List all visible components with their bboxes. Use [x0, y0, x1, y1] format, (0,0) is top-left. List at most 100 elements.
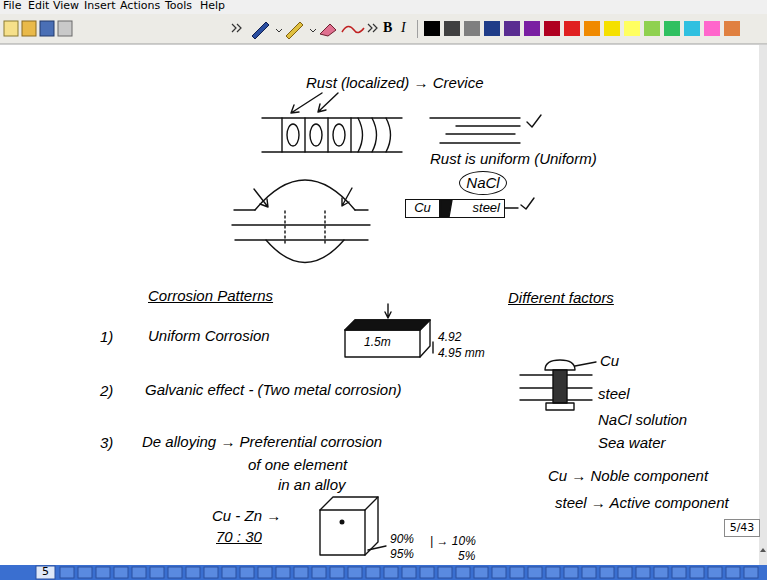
- toolbar-border: [0, 44, 767, 45]
- page-tab: [168, 567, 182, 578]
- handwritten-sketches: [232, 93, 596, 555]
- handwritten-note: 4.95 mm: [438, 347, 485, 361]
- color-swatch: [604, 21, 620, 36]
- page-tab: [150, 567, 164, 578]
- handwritten-note: 2): [100, 382, 113, 399]
- rod-end: [505, 207, 518, 208]
- handwritten-note: Sea water: [598, 434, 666, 451]
- leader-line: [575, 362, 596, 366]
- color-swatch: [644, 21, 660, 36]
- scroll-arrow: [760, 548, 766, 552]
- color-swatch: [524, 21, 540, 36]
- handwritten-note: 95%: [390, 548, 414, 562]
- handwritten-note: Cu → Noble component: [548, 467, 708, 484]
- color-swatch: [444, 21, 460, 36]
- page-number: 5: [42, 566, 49, 579]
- menu-item: View: [53, 0, 79, 13]
- node-text: NaCl: [466, 175, 499, 192]
- page-tab: [708, 567, 722, 578]
- color-swatch: [724, 21, 740, 36]
- page-tab: [366, 567, 380, 578]
- color-swatch: [464, 21, 480, 36]
- color-swatch: [624, 21, 640, 36]
- handwritten-note: in an alloy: [278, 476, 346, 493]
- rivet-shank: [285, 211, 325, 245]
- handwritten-note: 3): [100, 434, 113, 451]
- handwritten-note: Rust (localized) → Crevice: [306, 74, 484, 91]
- menu-item: File: [3, 0, 21, 13]
- toolbar: [0, 14, 767, 44]
- underlined-heading: 70 : 30: [216, 528, 262, 545]
- page-tab: [258, 567, 272, 578]
- highlighter-icon: [286, 22, 303, 39]
- thread-line: [282, 118, 351, 152]
- new-icon: [4, 21, 18, 36]
- menu-item: Actions: [120, 0, 160, 13]
- handwritten-note: 1): [100, 328, 113, 345]
- italic-button: I: [401, 20, 406, 36]
- save-icon: [40, 21, 54, 36]
- page-tab-bar: [0, 565, 767, 580]
- page-tabs: [60, 567, 758, 578]
- handwritten-note: 4.92: [438, 331, 461, 345]
- node-text: 5/43: [730, 522, 755, 534]
- menu-bar: [0, 0, 767, 14]
- color-swatch: [544, 21, 560, 36]
- page-tab: [348, 567, 362, 578]
- cube-side: [365, 497, 378, 555]
- handwritten-note: 5%: [458, 550, 475, 564]
- block-corroded-top: [345, 320, 430, 330]
- open-icon: [22, 21, 36, 36]
- page-tab: [114, 567, 128, 578]
- thread-coil: [310, 124, 322, 146]
- block-front: [345, 330, 420, 357]
- color-swatch: [704, 21, 720, 36]
- page-tab: [276, 567, 290, 578]
- handwritten-note: steel → Active component: [555, 494, 729, 511]
- page-tab: [546, 567, 560, 578]
- leader-arrow: [318, 93, 338, 112]
- more-chevron: [368, 24, 377, 32]
- page-tab: [582, 567, 596, 578]
- handwritten-note: NaCl solution: [598, 411, 687, 428]
- menu-item: Edit: [28, 0, 49, 13]
- rivet-head: [255, 180, 355, 210]
- page-tab: [78, 567, 92, 578]
- page-tab: [456, 567, 470, 578]
- page-tab: [240, 567, 254, 578]
- page-tab: [222, 567, 236, 578]
- page-tab: [60, 567, 74, 578]
- page-tab: [330, 567, 344, 578]
- page-tab: [402, 567, 416, 578]
- color-swatch: [684, 21, 700, 36]
- scrollbar: [759, 45, 767, 565]
- page-tab: [294, 567, 308, 578]
- page-tab: [636, 567, 650, 578]
- handwritten-note: | → 10%: [430, 535, 476, 549]
- page-tab: [96, 567, 110, 578]
- page-tab: [726, 567, 740, 578]
- handwritten-note: Uniform Corrosion: [148, 327, 270, 344]
- dropdown-arrow: [276, 29, 282, 32]
- bold-button: B: [383, 20, 392, 36]
- block-top: [345, 320, 430, 330]
- print-icon: [58, 21, 72, 36]
- corrosion-shading: [441, 200, 452, 217]
- handwritten-note: Galvanic effect - (Two metal corrosion): [145, 381, 401, 398]
- circled-label: NaCl: [459, 171, 507, 195]
- cube-top: [320, 497, 378, 510]
- page-tab: [600, 567, 614, 578]
- color-swatch: [504, 21, 520, 36]
- page-tab: [618, 567, 632, 578]
- lasso-icon: [342, 26, 364, 32]
- node-text: Cu: [414, 201, 431, 215]
- current-page-tab: [36, 566, 55, 579]
- leader-line: [368, 546, 386, 550]
- leader-arrow: [291, 93, 322, 113]
- check-mark: [521, 198, 534, 209]
- page-tab: [132, 567, 146, 578]
- page-tab: [654, 567, 668, 578]
- bolt-head: [545, 360, 575, 370]
- color-palette: [424, 21, 740, 36]
- color-swatch: [424, 21, 440, 36]
